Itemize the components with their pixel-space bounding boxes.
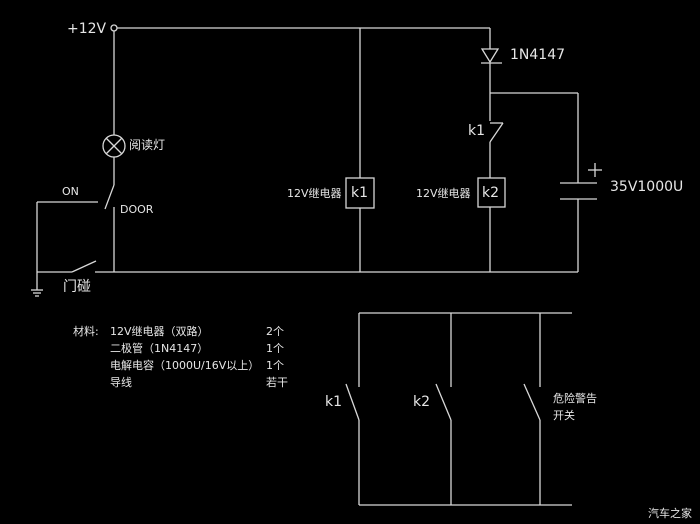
hazard-label-2: 开关 xyxy=(553,409,575,422)
hazard-label-1: 危险警告 xyxy=(553,392,597,405)
material-qty: 若干 xyxy=(266,376,288,389)
supply-terminal xyxy=(110,24,118,32)
door-contact-switch xyxy=(71,260,97,273)
material-item: 电解电容（1000U/16V以上） xyxy=(110,359,260,372)
lamp-icon xyxy=(102,134,126,158)
k2-output-switch xyxy=(435,313,452,505)
relay1-label: 12V继电器 xyxy=(287,187,342,200)
diode-label: 1N4147 xyxy=(510,47,566,63)
material-item: 12V继电器（双路） xyxy=(110,325,209,338)
output-k2-label: k2 xyxy=(413,394,431,410)
relay2-name: k2 xyxy=(482,185,500,201)
relay-k2-coil xyxy=(477,177,506,208)
contact-k1-label: k1 xyxy=(468,123,486,139)
switch-door-label: DOOR xyxy=(120,203,154,216)
door-switch-label: 门碰 xyxy=(63,279,91,295)
materials-heading: 材料: xyxy=(73,325,99,338)
door-switch-blade xyxy=(104,184,115,210)
material-qty: 1个 xyxy=(266,342,284,355)
k1-output-switch xyxy=(345,313,360,505)
relay2-label: 12V继电器 xyxy=(416,187,471,200)
watermark: 汽车之家 xyxy=(648,507,692,520)
output-k1-label: k1 xyxy=(325,394,343,410)
capacitor-label: 35V1000U xyxy=(610,179,684,195)
k1-nc-contact xyxy=(489,122,504,143)
material-item: 导线 xyxy=(110,376,132,389)
hazard-switch xyxy=(523,313,541,505)
ground-icon xyxy=(31,289,43,297)
material-item: 二极管（1N4147） xyxy=(110,342,209,355)
lamp-label: 阅读灯 xyxy=(129,138,166,152)
relay1-name: k1 xyxy=(351,185,369,201)
material-qty: 2个 xyxy=(266,325,284,338)
supply-label: +12V xyxy=(67,21,107,37)
material-qty: 1个 xyxy=(266,359,284,372)
switch-on-label: ON xyxy=(62,185,79,198)
diode-icon xyxy=(480,48,502,64)
capacitor-icon xyxy=(560,163,602,200)
